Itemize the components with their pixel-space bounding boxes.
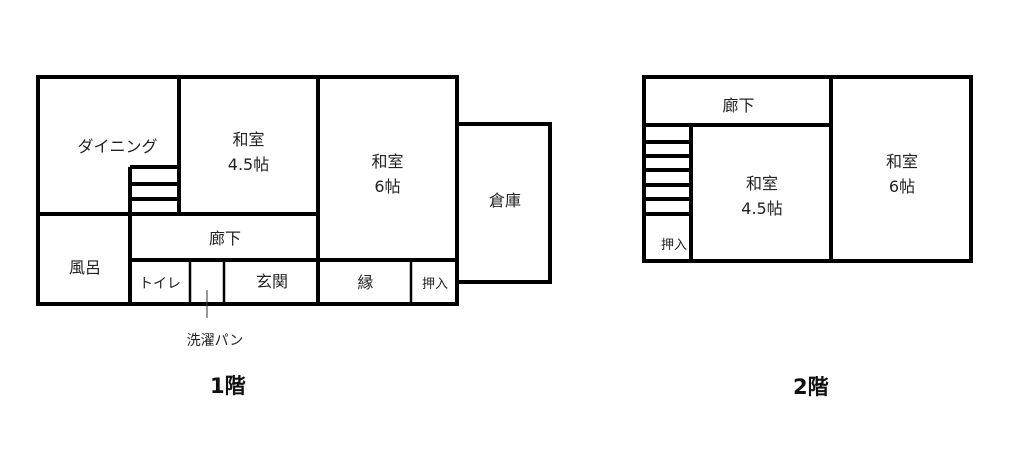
room-hallway-2f: 廊下 — [722, 96, 755, 115]
room-washitsu-4-5-label: 和室 — [232, 130, 265, 149]
room-washitsu-6-size-2f: 6帖 — [888, 177, 916, 196]
room-washitsu-6-label-2f: 和室 — [885, 152, 918, 171]
floor1-walls — [36, 75, 552, 306]
room-hallway: 廊下 — [208, 229, 241, 248]
room-washitsu-4-5-size: 4.5帖 — [227, 155, 270, 174]
room-storage: 倉庫 — [488, 191, 521, 210]
room-bath: 風呂 — [68, 258, 101, 277]
room-closet-1f: 押入 — [421, 277, 448, 292]
room-toilet: トイレ — [139, 276, 181, 292]
floor2-walls — [642, 75, 973, 263]
room-closet-2f: 押入 — [660, 238, 687, 253]
floor2-title: 2階 — [793, 375, 829, 399]
floor1-thin-walls — [188, 260, 413, 304]
floor1-title: 1階 — [210, 374, 246, 398]
room-washitsu-6-size: 6帖 — [374, 177, 401, 196]
room-dining: ダイニング — [77, 137, 158, 156]
room-veranda: 縁 — [357, 273, 374, 292]
laundry-pan-annotation: 洗濯パン — [186, 333, 244, 349]
room-washitsu-6-label: 和室 — [371, 152, 404, 171]
room-entrance: 玄関 — [255, 272, 288, 291]
room-washitsu-4-5-size-2f: 4.5帖 — [741, 199, 783, 218]
room-washitsu-4-5-label-2f: 和室 — [745, 174, 778, 193]
